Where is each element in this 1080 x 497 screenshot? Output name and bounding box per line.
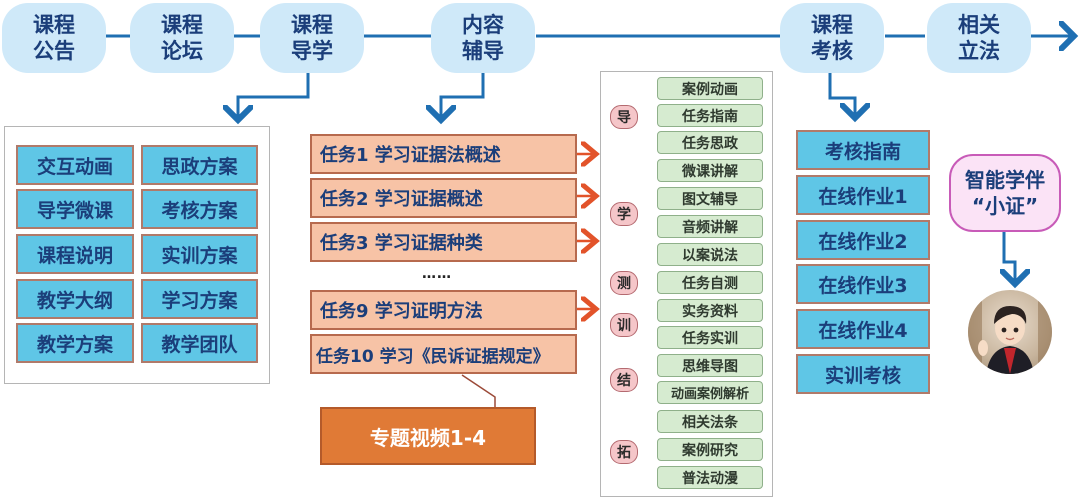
assessment-arrow xyxy=(828,73,855,118)
node-line2: 考核 xyxy=(811,39,853,63)
guide-item[interactable]: 教学团队 xyxy=(141,323,258,363)
companion-line1: 智能学伴 xyxy=(965,168,1045,192)
task-item-9[interactable]: 任务9 学习证明方法 xyxy=(310,290,577,330)
timeline-node-legislation[interactable]: 相关 立法 xyxy=(927,3,1031,73)
flow-item[interactable]: 图文辅导 xyxy=(657,187,763,210)
assessment-item[interactable]: 在线作业3 xyxy=(796,264,930,304)
cartoon-avatar-icon xyxy=(968,290,1052,374)
flow-item[interactable]: 以案说法 xyxy=(657,243,763,266)
guide-item[interactable]: 交互动画 xyxy=(16,145,134,185)
node-line2: 导学 xyxy=(291,39,333,63)
stage-extend: 拓 xyxy=(610,440,638,464)
timeline-node-forum[interactable]: 课程 论坛 xyxy=(130,3,234,73)
node-line2: 辅导 xyxy=(462,39,504,63)
node-line2: 立法 xyxy=(958,39,1000,63)
guide-item[interactable]: 学习方案 xyxy=(141,279,258,319)
node-line1: 课程 xyxy=(161,13,203,37)
task-item-10[interactable]: 任务10 学习《民诉证据规定》 xyxy=(310,334,577,374)
flow-item[interactable]: 任务自测 xyxy=(657,271,763,294)
timeline-node-announcement[interactable]: 课程 公告 xyxy=(2,3,106,73)
flow-item[interactable]: 案例研究 xyxy=(657,438,763,461)
avatar[interactable] xyxy=(968,290,1052,374)
task-item-3[interactable]: 任务3 学习证据种类 xyxy=(310,222,577,262)
smart-companion-bubble[interactable]: 智能学伴 “小证” xyxy=(949,154,1061,232)
timeline-node-assessment[interactable]: 课程 考核 xyxy=(780,3,884,73)
stage-summary: 结 xyxy=(610,368,638,392)
flow-item[interactable]: 音频讲解 xyxy=(657,215,763,238)
flow-item[interactable]: 任务指南 xyxy=(657,104,763,127)
companion-arrow xyxy=(1004,232,1015,284)
guide-item[interactable]: 教学大纲 xyxy=(16,279,134,319)
node-line2: 公告 xyxy=(33,39,75,63)
guide-arrow xyxy=(238,73,310,120)
assessment-item[interactable]: 考核指南 xyxy=(796,130,930,170)
guide-item[interactable]: 实训方案 xyxy=(141,234,258,274)
flow-item[interactable]: 微课讲解 xyxy=(657,159,763,182)
video-connector xyxy=(461,374,496,407)
stage-learn: 学 xyxy=(610,202,638,226)
guide-item[interactable]: 教学方案 xyxy=(16,323,134,363)
guide-item[interactable]: 导学微课 xyxy=(16,189,134,229)
node-line1: 课程 xyxy=(811,13,853,37)
stage-test: 测 xyxy=(610,271,638,295)
assessment-item[interactable]: 实训考核 xyxy=(796,354,930,394)
flow-item[interactable]: 思维导图 xyxy=(657,354,763,377)
node-line1: 相关 xyxy=(958,13,1000,37)
node-line2: 论坛 xyxy=(161,39,203,63)
stage-guide: 导 xyxy=(610,105,638,129)
flow-item[interactable]: 任务实训 xyxy=(657,326,763,349)
timeline-node-content[interactable]: 内容 辅导 xyxy=(431,3,535,73)
node-line1: 课程 xyxy=(291,13,333,37)
guide-item[interactable]: 思政方案 xyxy=(141,145,258,185)
flow-item[interactable]: 相关法条 xyxy=(657,410,763,433)
node-line1: 内容 xyxy=(462,13,504,37)
guide-item[interactable]: 考核方案 xyxy=(141,189,258,229)
flow-item[interactable]: 普法动漫 xyxy=(657,466,763,489)
companion-line2: “小证” xyxy=(971,194,1039,218)
content-arrow xyxy=(441,73,485,120)
flow-item[interactable]: 案例动画 xyxy=(657,77,763,100)
task-item-2[interactable]: 任务2 学习证据概述 xyxy=(310,178,577,218)
node-line1: 课程 xyxy=(33,13,75,37)
flow-item[interactable]: 动画案例解析 xyxy=(657,381,763,404)
assessment-item[interactable]: 在线作业4 xyxy=(796,309,930,349)
assessment-item[interactable]: 在线作业1 xyxy=(796,175,930,215)
task-item-1[interactable]: 任务1 学习证据法概述 xyxy=(310,134,577,174)
topic-video-button[interactable]: 专题视频1-4 xyxy=(320,407,536,465)
flow-item[interactable]: 任务思政 xyxy=(657,131,763,154)
assessment-item[interactable]: 在线作业2 xyxy=(796,220,930,260)
timeline-node-guide[interactable]: 课程 导学 xyxy=(260,3,364,73)
stage-train: 训 xyxy=(610,313,638,337)
flow-item[interactable]: 实务资料 xyxy=(657,299,763,322)
tasks-ellipsis: …… xyxy=(422,266,452,282)
guide-item[interactable]: 课程说明 xyxy=(16,234,134,274)
